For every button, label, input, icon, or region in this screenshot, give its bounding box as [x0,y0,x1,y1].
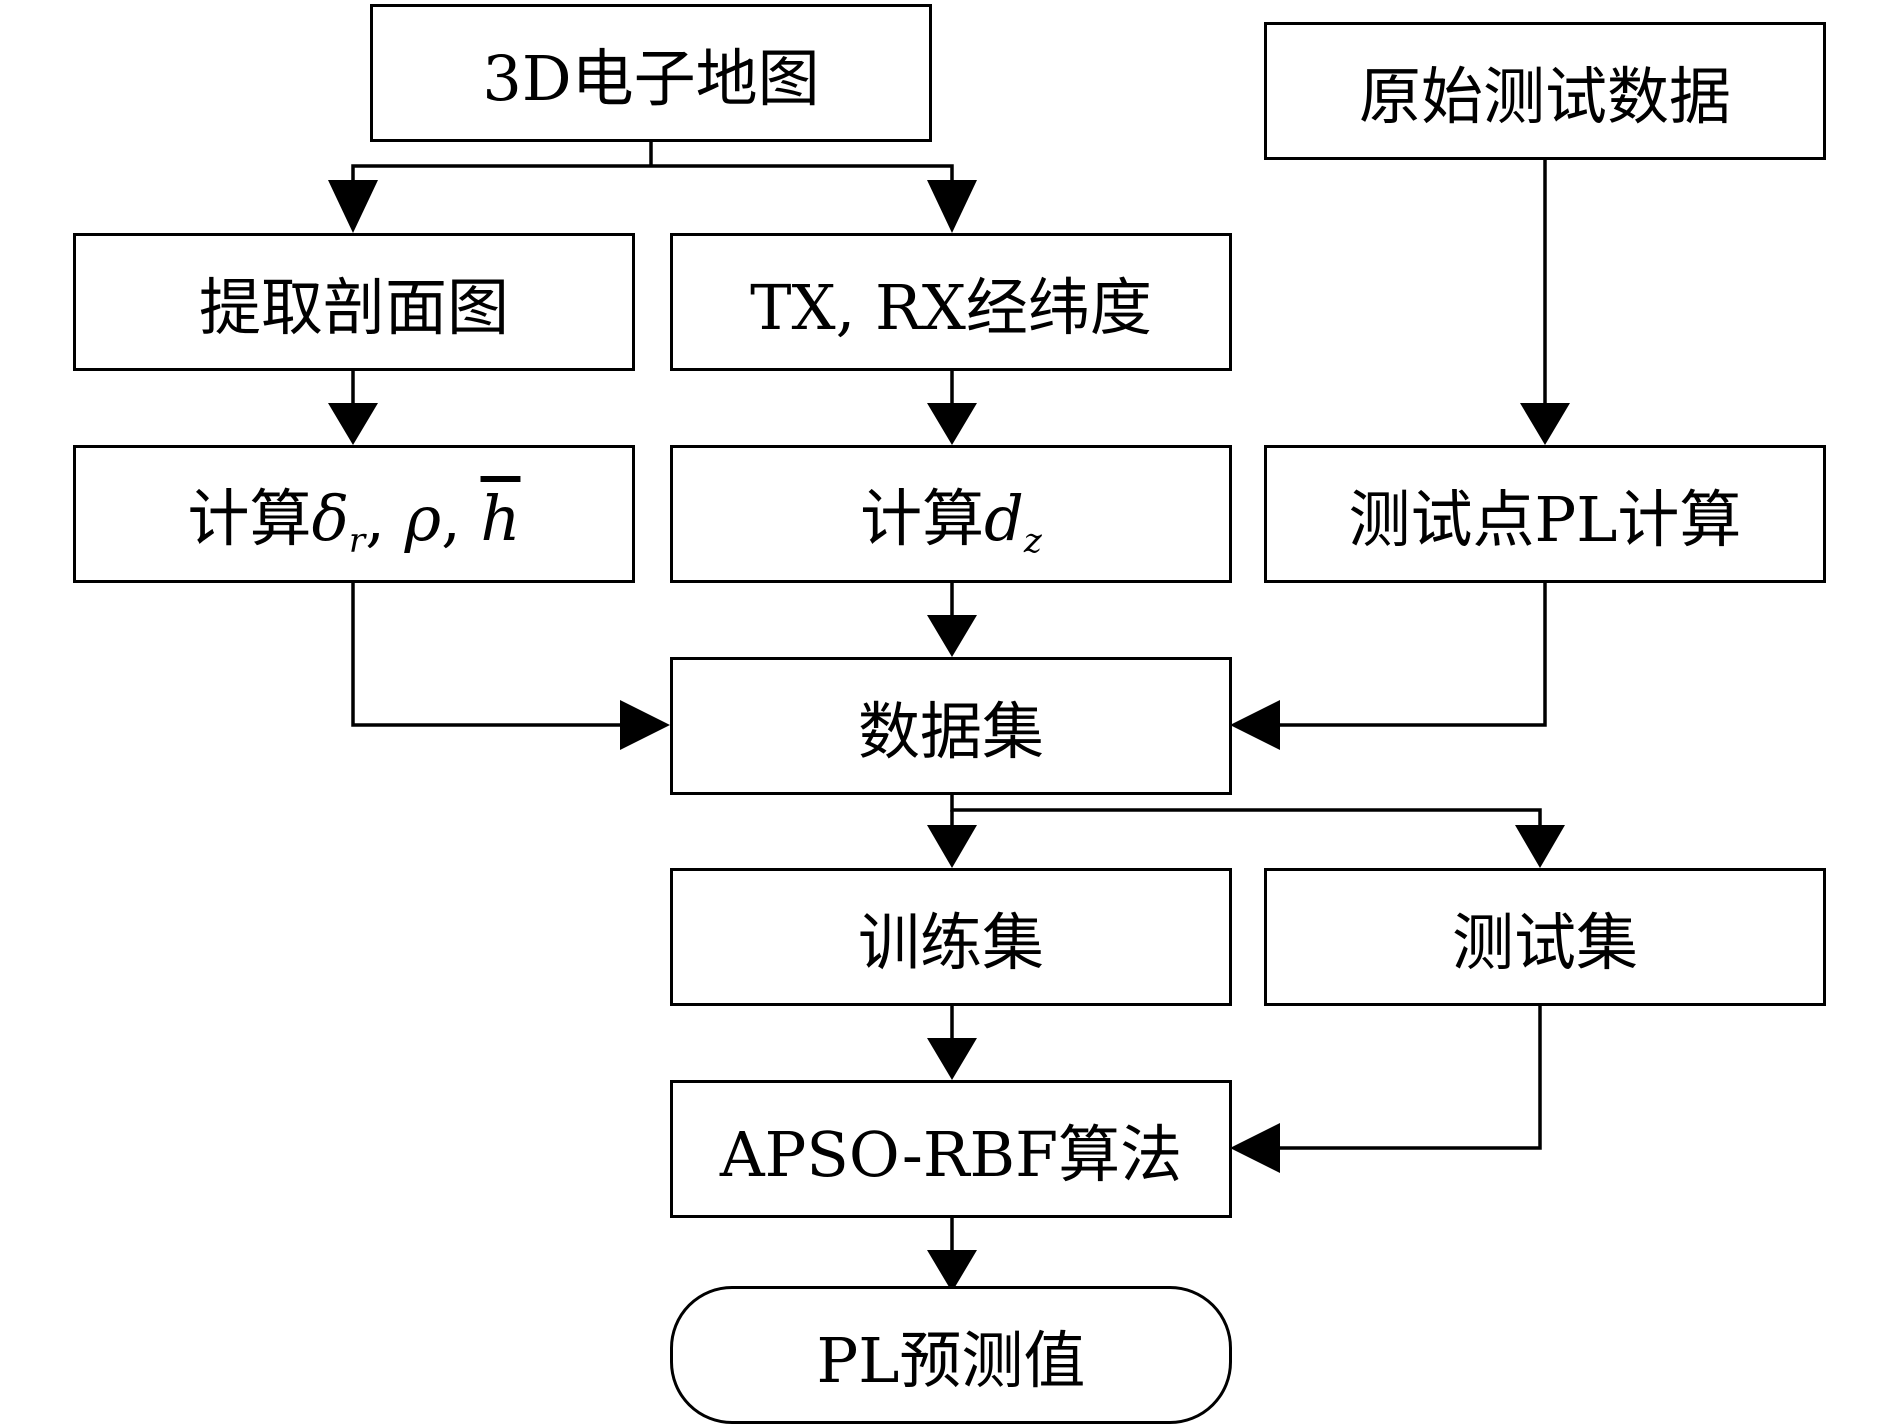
node-training-set: 训练集 [670,868,1232,1006]
arrowhead-down [927,403,977,445]
calc-prefix: 计算 [187,481,312,555]
node-apso-rbf-label: APSO-RBF算法 [719,1118,1183,1191]
arrowhead-down [927,180,977,233]
node-3d-map-label: 3D电子地图 [482,42,820,115]
arrowhead-right [620,700,670,750]
node-calc-params: 计算δr, ρ, h [73,445,635,583]
node-pl-prediction: PL预测值 [670,1286,1232,1424]
node-dataset: 数据集 [670,657,1232,795]
node-test-point-pl: 测试点PL计算 [1264,445,1826,583]
node-pl-prediction-label: PL预测值 [816,1324,1086,1397]
arrowhead-left [1230,1123,1280,1173]
d-subscript: z [1023,520,1042,561]
separator: , [441,481,461,555]
d-symbol: d [984,481,1024,555]
arrowhead-down [927,1250,977,1292]
node-raw-test-data: 原始测试数据 [1264,22,1826,160]
node-dataset-label: 数据集 [857,695,1044,768]
delta-symbol: δ [311,481,349,555]
calc-prefix: 计算 [860,481,985,555]
arrowhead-down [927,825,977,868]
node-txrx-coords-label: TX, RX经纬度 [750,271,1152,344]
edge-testpl-to-dataset [1280,583,1547,727]
separator: , [365,481,385,555]
delta-subscript: r [348,520,366,561]
node-apso-rbf: APSO-RBF算法 [670,1080,1232,1218]
node-calc-dz-label: 计算dz [860,468,1042,561]
node-txrx-coords: TX, RX经纬度 [670,233,1232,371]
arrowhead-left [1230,700,1280,750]
edge-map-split [351,140,954,180]
arrowhead-down [927,615,977,657]
arrowhead-down [328,180,378,233]
edge-calc-to-dataset [351,583,620,727]
node-raw-test-data-label: 原始测试数据 [1358,60,1731,133]
rho-symbol: ρ [404,481,442,555]
edge-dataset-split [950,795,1542,830]
node-calc-dz: 计算dz [670,445,1232,583]
node-training-set-label: 训练集 [857,906,1044,979]
node-calc-params-label: 计算δr, ρ, h [188,468,521,561]
node-extract-profile: 提取剖面图 [73,233,635,371]
h-bar-symbol: h [480,481,521,555]
node-extract-profile-label: 提取剖面图 [198,271,509,344]
arrowhead-down [328,403,378,445]
node-test-set-label: 测试集 [1451,906,1638,979]
arrowhead-down [1520,403,1570,445]
edge-test-to-algo [1280,1006,1542,1150]
node-3d-map: 3D电子地图 [370,4,932,142]
arrowhead-down [927,1038,977,1080]
arrowhead-down [1515,825,1565,868]
node-test-set: 测试集 [1264,868,1826,1006]
node-test-point-pl-label: 测试点PL计算 [1348,483,1742,556]
